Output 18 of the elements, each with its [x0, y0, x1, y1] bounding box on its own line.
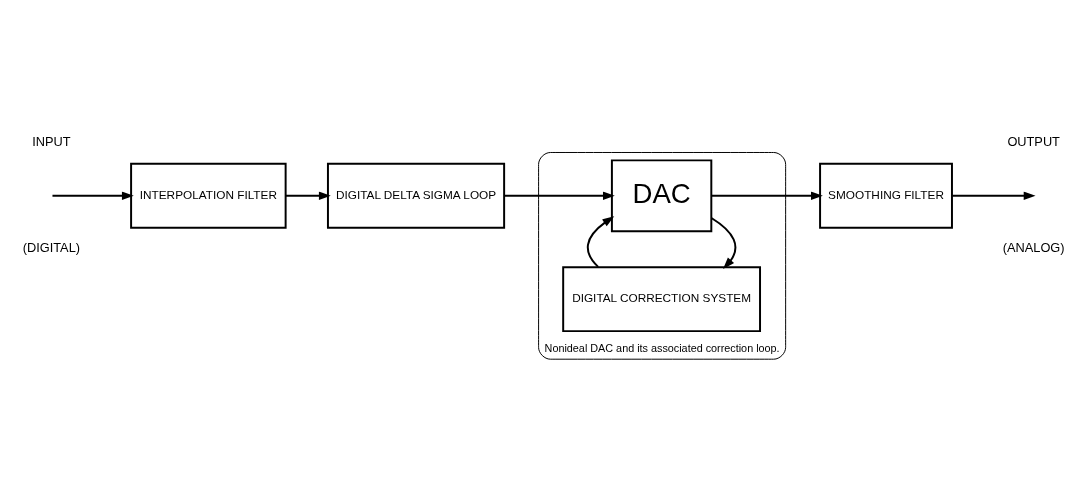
arrow [710, 216, 737, 269]
arrow [51, 191, 134, 200]
label: INPUT [32, 133, 71, 149]
node-box: DIGITAL CORRECTION SYSTEM [562, 265, 762, 332]
node-box: INTERPOLATION FILTER [130, 162, 287, 229]
node-label: Nonideal DAC and its associated correction loop. [544, 341, 780, 354]
arrow [503, 191, 615, 200]
label: (DIGITAL) [22, 239, 81, 255]
arrow [951, 191, 1036, 200]
arrow [284, 191, 331, 200]
label: OUTPUT [1007, 133, 1060, 149]
node-box: DAC [610, 158, 713, 232]
cluster [538, 151, 787, 360]
label: (ANALOG) [1002, 239, 1065, 255]
arrow [710, 191, 823, 200]
arrow [586, 215, 615, 268]
node-box: SMOOTHING FILTER [819, 162, 953, 229]
node-box: DIGITAL DELTA SIGMA LOOP [326, 162, 506, 229]
